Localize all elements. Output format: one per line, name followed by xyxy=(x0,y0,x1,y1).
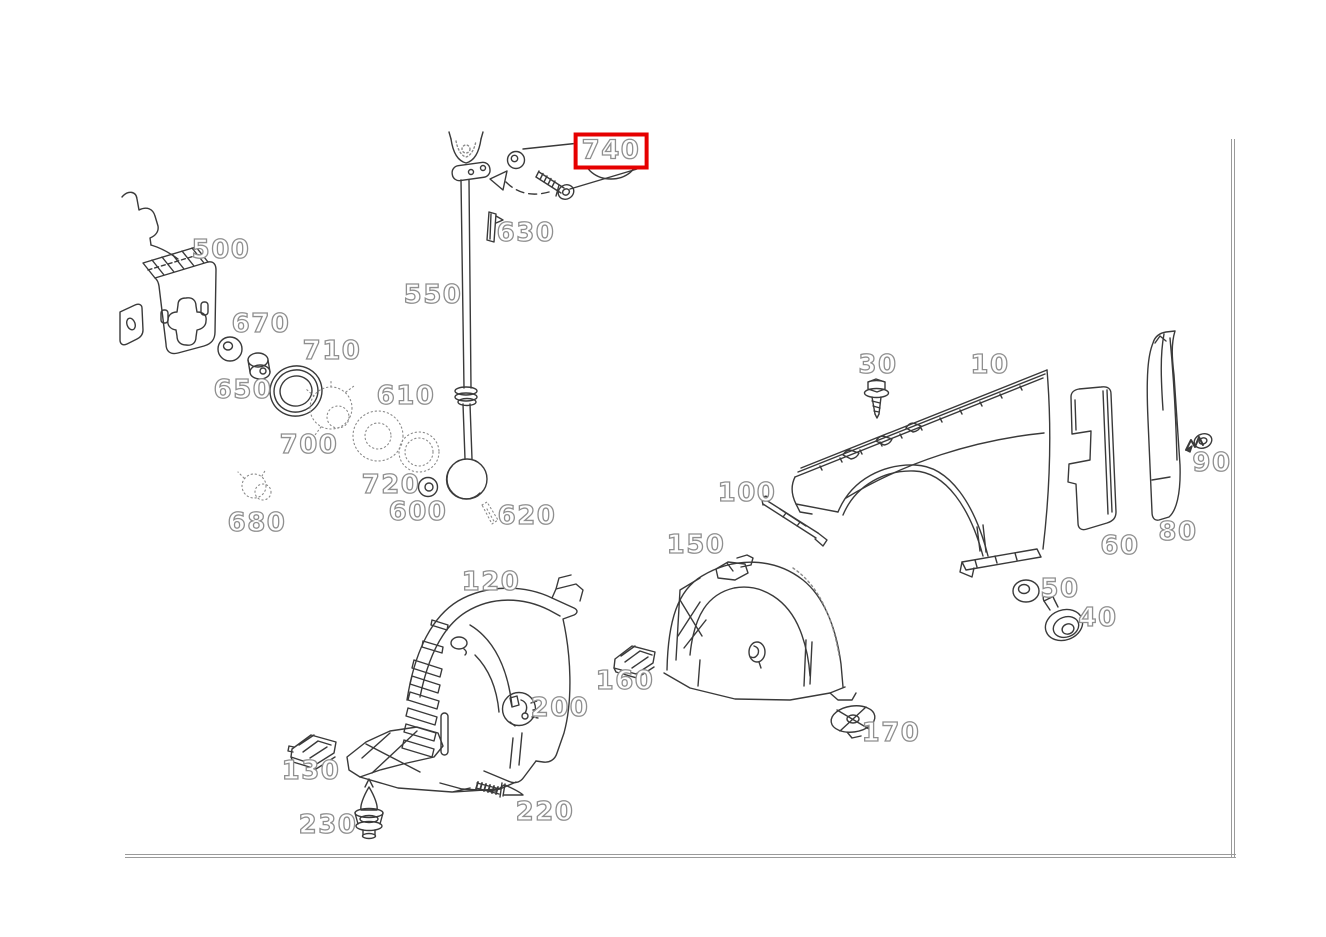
part-label-700[interactable]: 700 xyxy=(279,430,339,460)
part-art-clip-200 xyxy=(501,691,540,727)
part-label-740-highlighted[interactable]: 740 xyxy=(573,132,649,170)
part-art-liner-120 xyxy=(346,574,584,793)
part-art-strip-80 xyxy=(1146,330,1181,521)
part-label-500[interactable]: 500 xyxy=(191,235,251,265)
part-art-clip-170 xyxy=(830,705,876,739)
part-art-grommet-50 xyxy=(1012,579,1040,603)
drawing-frame xyxy=(125,139,1236,858)
part-art-clip-130 xyxy=(287,734,337,770)
part-label-550[interactable]: 550 xyxy=(403,280,463,310)
part-art-fender-10 xyxy=(791,369,1051,578)
part-art-clip-90 xyxy=(1185,433,1213,453)
part-label-630[interactable]: 630 xyxy=(496,218,556,248)
part-art-ring-710 xyxy=(269,365,323,417)
part-art-bushing-650 xyxy=(247,352,271,380)
part-art-ring-720 xyxy=(398,431,440,473)
part-label-170[interactable]: 170 xyxy=(861,718,921,748)
part-label-220[interactable]: 220 xyxy=(515,797,575,827)
part-art-rivet-230 xyxy=(354,778,384,840)
part-art-pin-630 xyxy=(486,211,504,243)
part-label-670[interactable]: 670 xyxy=(231,309,291,339)
part-art-screw-220 xyxy=(475,781,524,798)
part-art-rail-100 xyxy=(761,495,828,547)
part-label-90[interactable]: 90 xyxy=(1192,448,1232,478)
part-label-100[interactable]: 100 xyxy=(717,478,777,508)
part-label-80[interactable]: 80 xyxy=(1158,517,1198,547)
part-art-washer-670 xyxy=(217,336,243,362)
part-label-40[interactable]: 40 xyxy=(1078,603,1118,633)
part-art-clip-680 xyxy=(237,468,272,501)
part-art-ring-610 xyxy=(352,410,404,462)
part-label-10[interactable]: 10 xyxy=(970,350,1010,380)
part-art-bracket-500 xyxy=(119,191,217,355)
part-label-200[interactable]: 200 xyxy=(530,693,590,723)
part-art-screw-620 xyxy=(481,501,499,525)
part-label-150[interactable]: 150 xyxy=(666,530,726,560)
part-art-ring-600 xyxy=(417,476,439,498)
part-art-clip-160 xyxy=(613,645,656,679)
install-direction-arrow-icon xyxy=(489,170,550,195)
part-label-720[interactable]: 720 xyxy=(361,470,421,500)
part-art-bolt-30 xyxy=(863,378,890,419)
part-art-strut-550 xyxy=(445,131,491,500)
part-label-610[interactable]: 610 xyxy=(376,381,436,411)
part-label-620[interactable]: 620 xyxy=(497,501,557,531)
part-art-plug-40 xyxy=(1042,593,1084,642)
part-art-liner-150 xyxy=(663,554,857,701)
part-label-120[interactable]: 120 xyxy=(461,567,521,597)
part-label-710[interactable]: 710 xyxy=(302,336,362,366)
part-label-230[interactable]: 230 xyxy=(298,810,358,840)
part-label-680[interactable]: 680 xyxy=(227,508,287,538)
part-art-panel-60 xyxy=(1067,386,1117,531)
part-label-160[interactable]: 160 xyxy=(595,666,655,696)
part-label-50[interactable]: 50 xyxy=(1040,574,1080,604)
part-label-650[interactable]: 650 xyxy=(213,375,273,405)
part-label-600[interactable]: 600 xyxy=(388,497,448,527)
part-label-60[interactable]: 60 xyxy=(1100,531,1140,561)
part-label-30[interactable]: 30 xyxy=(858,350,898,380)
part-label-130[interactable]: 130 xyxy=(281,756,341,786)
part-art-joint-700 xyxy=(305,378,355,436)
